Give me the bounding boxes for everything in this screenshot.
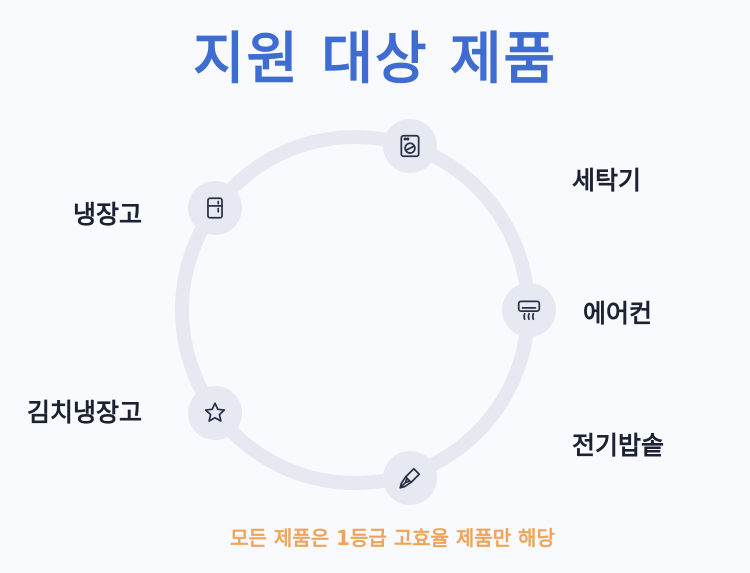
- node-rice-cooker[interactable]: [383, 451, 437, 505]
- refrigerator-icon: [207, 197, 223, 219]
- label-rice-cooker: 전기밥솥: [572, 431, 665, 460]
- label-kimchi-refrigerator: 김치냉장고: [26, 398, 142, 427]
- washing-machine-icon: [400, 134, 420, 158]
- node-refrigerator[interactable]: [188, 181, 242, 235]
- page-title: 지원 대상 제품: [192, 27, 558, 92]
- label-air-conditioner: 에어컨: [583, 299, 653, 328]
- label-refrigerator: 냉장고: [72, 200, 142, 229]
- air-conditioner-icon: [517, 300, 541, 321]
- footnote: 모든 제품은 1등급 고효율 제품만 해당: [230, 526, 555, 550]
- node-kimchi-refrigerator[interactable]: [188, 386, 242, 440]
- label-washing-machine: 세탁기: [572, 166, 642, 195]
- rice-cooker-icon: [399, 467, 421, 489]
- node-washing-machine[interactable]: [383, 119, 437, 173]
- node-air-conditioner[interactable]: [502, 283, 556, 337]
- star-icon: [204, 402, 226, 422]
